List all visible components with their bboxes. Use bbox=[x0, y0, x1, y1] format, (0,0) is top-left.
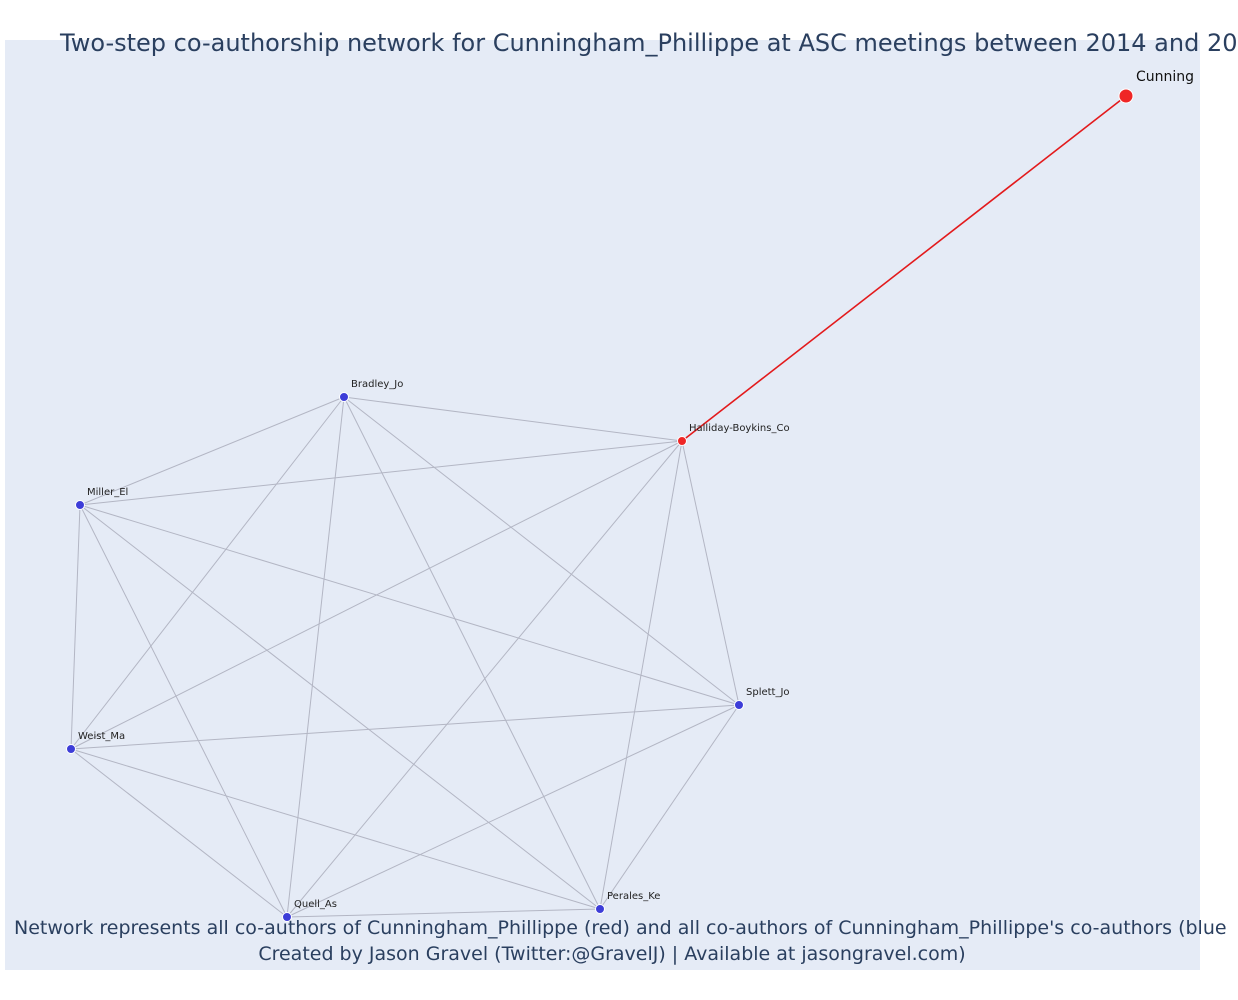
edge-Weist_Ma-Splett_Jo bbox=[70, 704, 740, 750]
edge-Quell_As-Splett_Jo bbox=[286, 704, 740, 918]
edge-Bradley_Jo-Halliday-Boykins_Co bbox=[343, 396, 683, 442]
edge-Weist_Ma-Quell_As bbox=[70, 748, 288, 918]
edge-Miller_El-Splett_Jo bbox=[79, 504, 740, 706]
node-Splett_Jo[interactable] bbox=[734, 700, 744, 710]
chart-title: Two-step co-authorship network for Cunni… bbox=[60, 29, 1238, 57]
edge-Bradley_Jo-Weist_Ma bbox=[70, 396, 345, 750]
edge-Halliday-Boykins_Co-Splett_Jo bbox=[681, 440, 740, 706]
node-layer bbox=[66, 88, 1134, 922]
edge-Bradley_Jo-Quell_As bbox=[286, 396, 345, 918]
edge-Bradley_Jo-Splett_Jo bbox=[343, 396, 740, 706]
node-Cunning[interactable] bbox=[1118, 88, 1134, 104]
edge-Cunning-Halliday-Boykins_Co bbox=[681, 95, 1127, 442]
node-Weist_Ma[interactable] bbox=[66, 744, 76, 754]
node-label-Halliday-Boykins_Co: Halliday-Boykins_Co bbox=[689, 423, 790, 434]
node-Halliday-Boykins_Co[interactable] bbox=[677, 436, 687, 446]
caption-line-2: Created by Jason Gravel (Twitter:@Gravel… bbox=[258, 943, 966, 965]
node-label-Splett_Jo: Splett_Jo bbox=[746, 687, 790, 698]
node-label-Miller_El: Miller_El bbox=[87, 487, 128, 498]
edge-Weist_Ma-Perales_Ke bbox=[70, 748, 601, 910]
edge-Bradley_Jo-Perales_Ke bbox=[343, 396, 601, 910]
edge-Miller_El-Quell_As bbox=[79, 504, 288, 918]
node-label-Bradley_Jo: Bradley_Jo bbox=[351, 379, 403, 390]
node-Quell_As[interactable] bbox=[282, 912, 292, 922]
node-label-Quell_As: Quell_As bbox=[294, 899, 337, 910]
node-Bradley_Jo[interactable] bbox=[339, 392, 349, 402]
edge-layer bbox=[70, 95, 1127, 918]
node-Perales_Ke[interactable] bbox=[595, 904, 605, 914]
node-label-Perales_Ke: Perales_Ke bbox=[607, 891, 660, 902]
node-label-Cunning: Cunning bbox=[1136, 69, 1194, 85]
node-Miller_El[interactable] bbox=[75, 500, 85, 510]
plot-background bbox=[5, 40, 1200, 970]
edge-Halliday-Boykins_Co-Quell_As bbox=[286, 440, 683, 918]
edge-Perales_Ke-Splett_Jo bbox=[599, 704, 740, 910]
node-label-Weist_Ma: Weist_Ma bbox=[78, 731, 125, 742]
edge-Quell_As-Perales_Ke bbox=[286, 908, 601, 918]
caption-line-1: Network represents all co-authors of Cun… bbox=[14, 917, 1227, 939]
edge-Bradley_Jo-Miller_El bbox=[79, 396, 345, 506]
edge-Halliday-Boykins_Co-Miller_El bbox=[79, 440, 683, 506]
edge-Miller_El-Weist_Ma bbox=[70, 504, 81, 750]
edge-Miller_El-Perales_Ke bbox=[79, 504, 601, 910]
